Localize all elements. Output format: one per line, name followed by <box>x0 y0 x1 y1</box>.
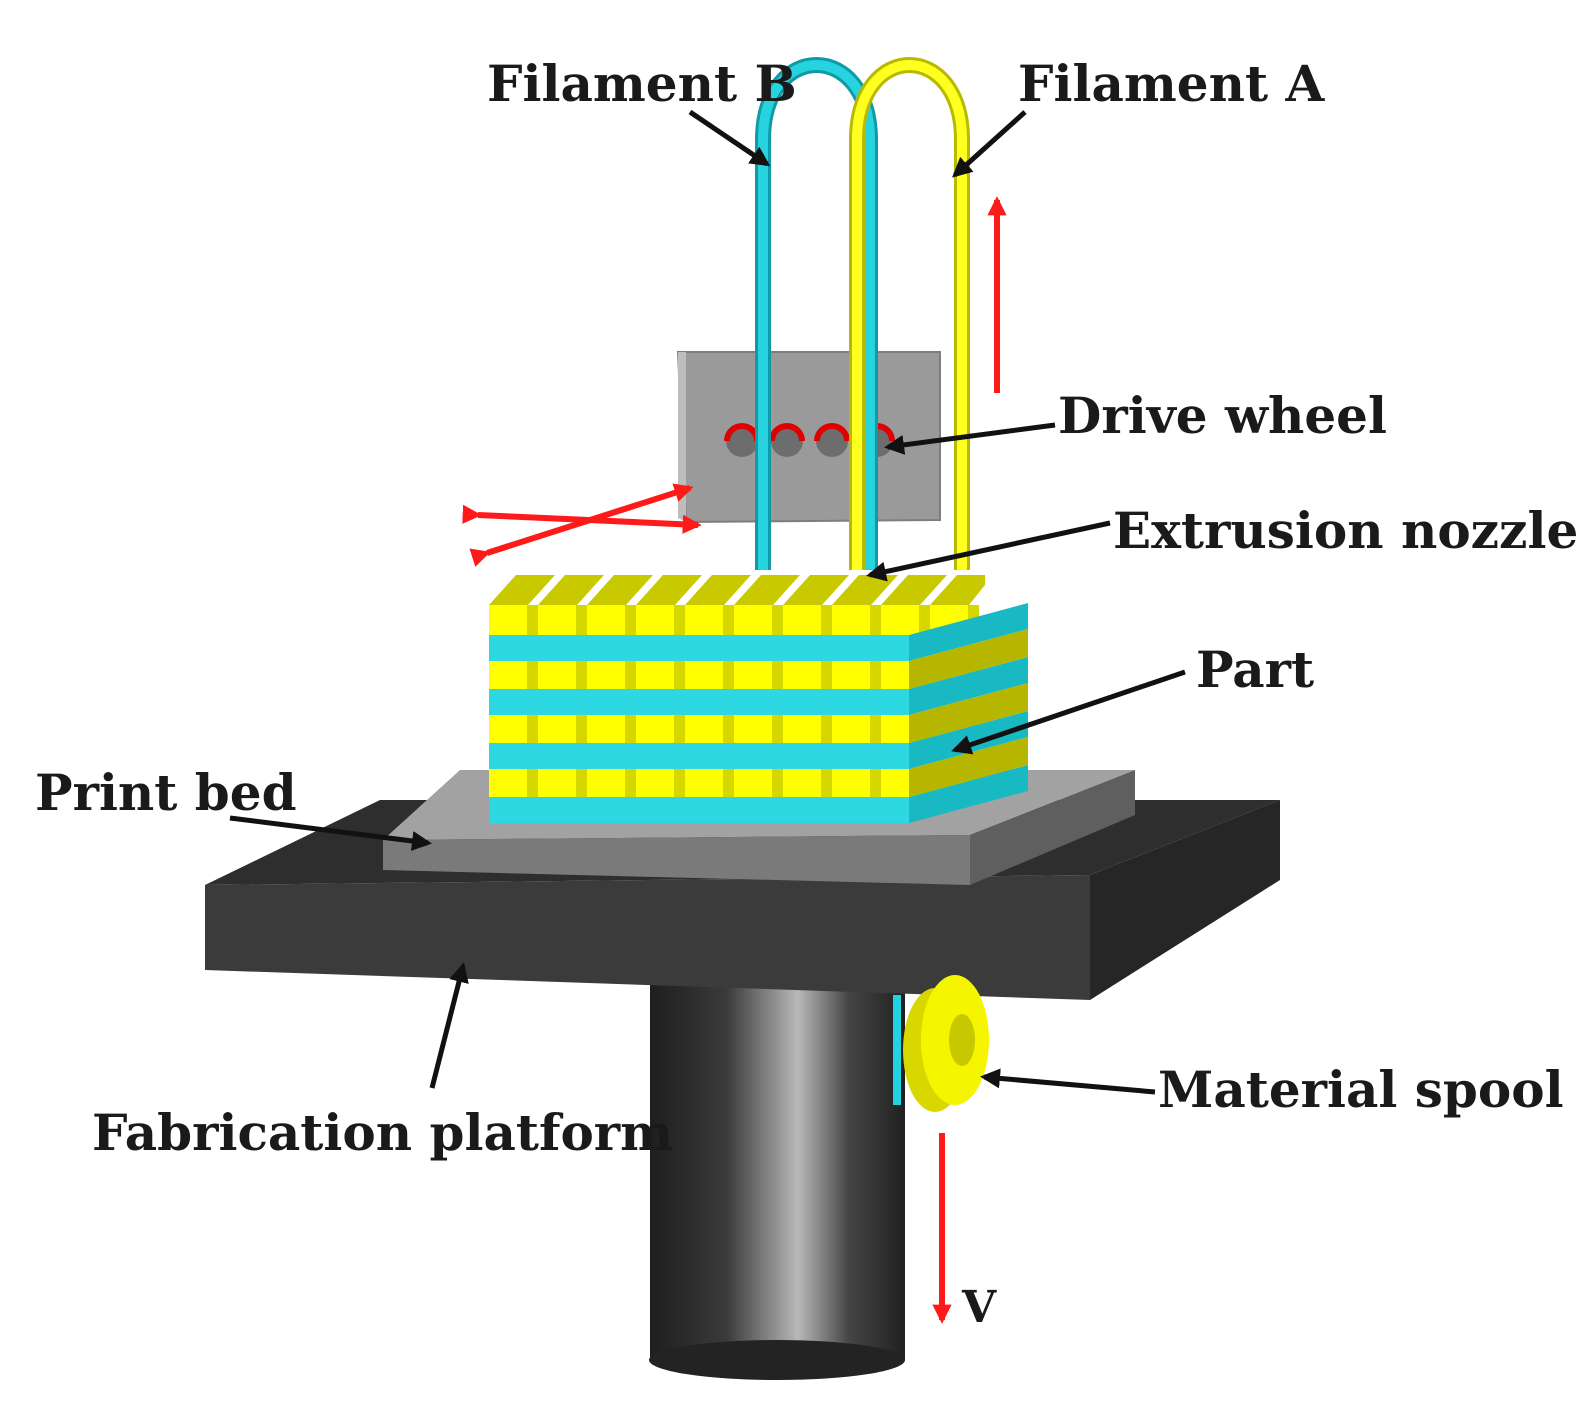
label-drive-wheel: Drive wheel <box>1058 386 1387 445</box>
label-fabrication-platform: Fabrication platform <box>92 1103 673 1162</box>
label-filament-a: Filament A <box>1018 54 1325 113</box>
motion-arrows <box>462 196 1007 1324</box>
material-spool <box>893 975 989 1112</box>
part-layer-3 <box>489 683 1028 769</box>
label-print-bed: Print bed <box>35 763 297 822</box>
label-extrusion-nozzle: Extrusion nozzle <box>1113 501 1578 560</box>
arrow-xy-diag <box>469 483 694 567</box>
filament-a <box>849 57 970 570</box>
labels: Filament B Filament A Drive wheel Extrus… <box>35 54 1578 1333</box>
extruder-block <box>676 351 941 524</box>
label-material-spool: Material spool <box>1158 1060 1564 1119</box>
part-layer-1 <box>489 603 1028 661</box>
part-layer-2 <box>489 629 1028 715</box>
label-filament-b: Filament B <box>487 54 797 113</box>
part-layer-4 <box>489 737 1028 823</box>
part <box>489 575 1028 823</box>
label-velocity: V <box>961 1282 997 1333</box>
part-top-layer <box>489 575 985 605</box>
platform-column <box>649 985 905 1380</box>
leader-lines <box>229 109 1186 1095</box>
label-part: Part <box>1196 640 1314 699</box>
